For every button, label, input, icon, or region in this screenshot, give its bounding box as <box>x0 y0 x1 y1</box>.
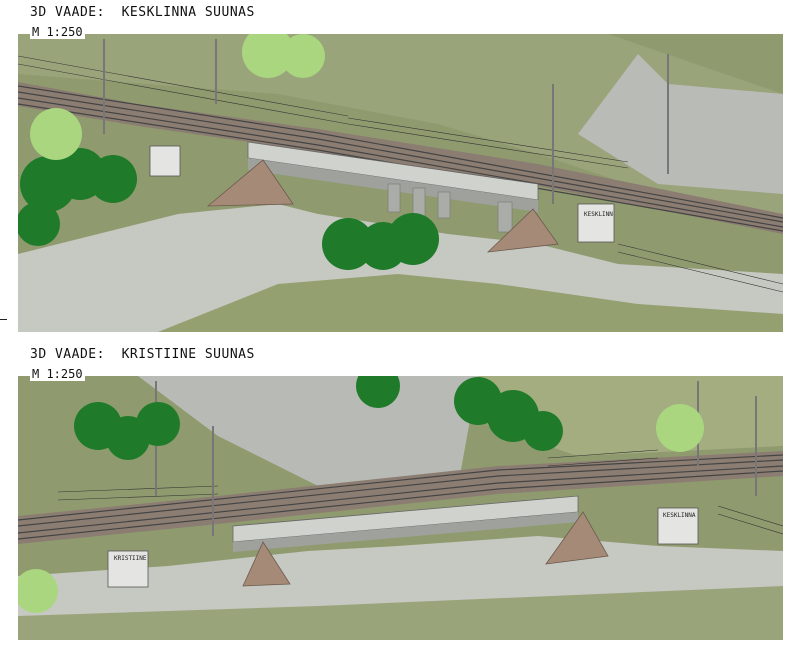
portal-right <box>577 203 615 243</box>
view-2-render: KRISTIINE KESKLINNA <box>18 376 783 640</box>
portal-left <box>107 550 149 588</box>
lower-grass <box>158 274 783 332</box>
view-2-scale: M 1:250 <box>30 367 85 381</box>
cone-right <box>545 511 609 565</box>
catenary-poles <box>103 39 669 204</box>
view-1-title: 3D VAADE: KESKLINNA SUUNAS <box>30 5 255 20</box>
view-2-scene: KRISTIINE KESKLINNA <box>18 376 783 640</box>
trees-dark <box>18 148 439 270</box>
lower-grass <box>18 586 783 640</box>
portal-sign-right: KESKLINNA <box>663 512 696 519</box>
fences <box>57 449 783 535</box>
margin-tick <box>0 319 7 320</box>
fences <box>18 55 783 293</box>
rails <box>18 454 783 540</box>
portal-right <box>657 507 699 545</box>
portal-left <box>149 145 181 177</box>
cut-slope <box>138 376 478 486</box>
view-1-scale: M 1:250 <box>30 25 85 39</box>
cone-right <box>486 208 559 253</box>
view-2-title: 3D VAADE: KRISTIINE SUUNAS <box>30 347 255 362</box>
cone-left <box>206 159 294 207</box>
trees-light <box>30 34 325 160</box>
bridge-piers <box>387 183 513 233</box>
cone-left <box>242 541 291 587</box>
portal-sign-left: KRISTIINE <box>114 555 147 562</box>
trees-dark <box>74 376 563 460</box>
ballast <box>18 82 783 234</box>
ballast <box>18 451 783 544</box>
portal-sign: KESKLINN <box>584 211 613 218</box>
view-1-scene: KESKLINN <box>18 34 783 332</box>
bridge-girder <box>233 512 578 552</box>
view-1-render: KESKLINN <box>18 34 783 332</box>
upper-hill <box>18 34 783 234</box>
cut-slope <box>578 54 783 194</box>
rails <box>18 85 783 232</box>
trees-light <box>18 404 704 613</box>
